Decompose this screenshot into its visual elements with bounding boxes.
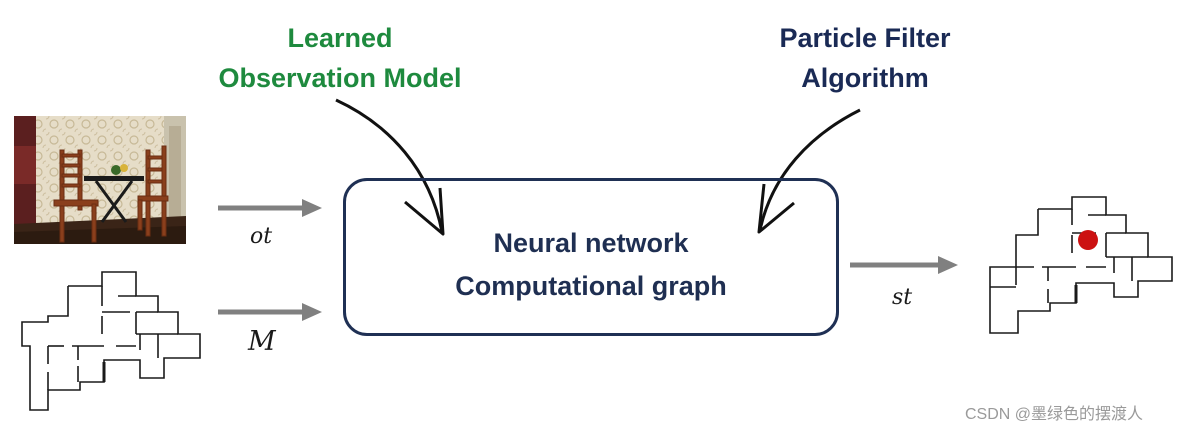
learned-label-line1: Learned (287, 23, 393, 53)
particle-label-line1: Particle Filter (779, 23, 951, 53)
particle-label-line2: Algorithm (801, 63, 929, 93)
observation-label: ot (250, 224, 273, 249)
learned-label-line2: Observation Model (218, 63, 462, 93)
box-line2: Computational graph (455, 271, 727, 301)
neural-network-box-text: Neural network Computational graph (343, 222, 839, 308)
output-arrow (850, 256, 958, 274)
input-floor-map (21, 271, 201, 411)
map-label: M (248, 326, 276, 357)
output-floor-map (989, 196, 1173, 334)
robot-position-marker (1078, 230, 1098, 250)
observation-arrow (218, 199, 322, 217)
watermark-text: CSDN @墨绿色的摆渡人 (965, 406, 1144, 423)
state-label: st (892, 285, 913, 310)
observation-image (14, 116, 186, 244)
box-line1: Neural network (493, 228, 689, 258)
neural-network-box (343, 178, 839, 336)
particle-filter-algorithm-label: Particle Filter Algorithm (740, 18, 990, 98)
map-arrow (218, 303, 322, 321)
learned-observation-model-label: Learned Observation Model (190, 18, 490, 98)
